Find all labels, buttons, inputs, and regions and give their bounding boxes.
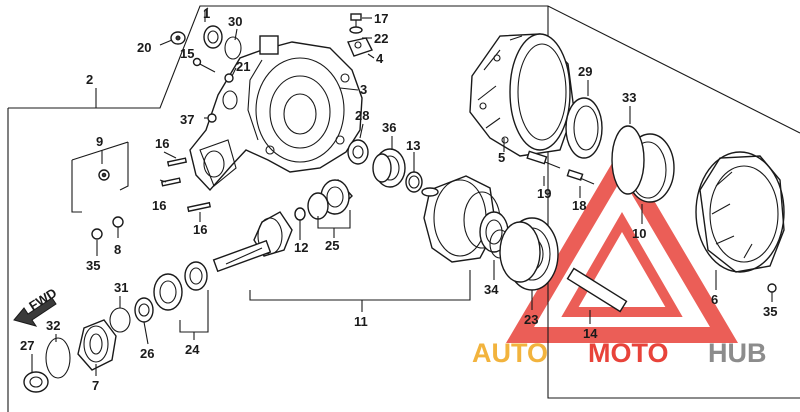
cover-seal-parts [203,7,242,60]
watermark-part1: AUTO [472,338,548,368]
label-11: 11 [354,314,368,329]
label-32: 32 [46,318,60,333]
label-5: 5 [498,150,505,165]
label-4: 4 [376,51,384,66]
label-37: 37 [180,112,194,127]
label-16b: 16 [152,198,166,213]
label-33: 33 [622,90,636,105]
label-20: 20 [137,40,151,55]
forward-arrow-icon: FWD [13,285,59,327]
bolt-35-right [767,283,777,302]
label-36: 36 [382,120,396,135]
label-15: 15 [180,46,194,61]
bearings-25-12 [294,179,353,240]
label-1: 1 [203,6,210,21]
bearings-upper [347,123,423,193]
small-fasteners-left [91,216,124,256]
final-drive-cover [695,151,785,290]
label-25: 25 [325,238,339,253]
label-2: 2 [86,72,93,87]
watermark-part3: HUB [708,338,767,368]
label-31: 31 [114,280,128,295]
label-3: 3 [360,82,367,97]
bolts-19-18 [526,150,595,198]
pin-14 [566,267,628,324]
label-35a: 35 [86,258,100,273]
label-8: 8 [114,242,121,257]
label-6: 6 [711,292,718,307]
final-drive-gears [212,175,509,312]
label-17: 17 [374,11,388,26]
small-bolts [159,31,234,83]
label-23: 23 [524,312,538,327]
label-12: 12 [294,240,308,255]
label-16c: 16 [193,222,207,237]
watermark-triangle-logo [505,146,739,343]
label-28: 28 [355,108,369,123]
label-19: 19 [537,186,551,201]
label-14: 14 [583,326,598,341]
label-34: 34 [484,282,499,297]
label-16a: 16 [155,136,169,151]
label-35b: 35 [763,304,777,319]
part-labels: 1 30 20 15 17 22 4 21 3 2 37 28 36 13 9 … [20,6,777,393]
part-9-box [71,141,129,213]
gear-case-part [189,35,363,192]
bearing-23 [499,217,559,310]
watermark-text: AUTO MOTO HUB [472,338,767,368]
breather-parts [347,13,375,59]
seals-29-33-10 [565,80,675,224]
studs-16 [160,157,212,213]
label-21: 21 [236,59,250,74]
leader-lines [159,28,359,222]
label-27: 27 [20,338,34,353]
label-24: 24 [185,342,200,357]
pinion-side-parts [23,261,209,393]
label-18: 18 [572,198,586,213]
watermark-part2: MOTO [588,338,669,368]
label-26: 26 [140,346,154,361]
assembly-frame [7,5,800,412]
label-10: 10 [632,226,646,241]
label-7: 7 [92,378,99,393]
label-29: 29 [578,64,592,79]
label-22: 22 [374,31,388,46]
label-30: 30 [228,14,242,29]
label-9: 9 [96,134,103,149]
final-gear-housing [469,33,575,157]
label-13: 13 [406,138,420,153]
stud-37 [204,113,217,123]
